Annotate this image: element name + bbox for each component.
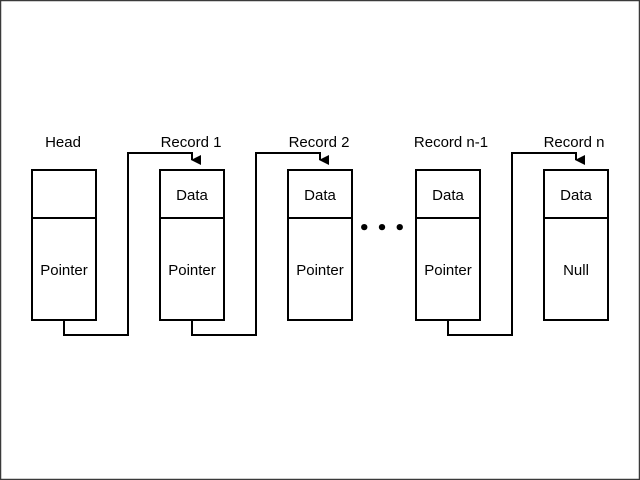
data-cell-record-1: Data	[176, 187, 208, 204]
ellipsis: • • •	[358, 218, 405, 239]
pointer-cell-record-2: Pointer	[296, 262, 344, 279]
link-arrow-record-1-to-record-2	[191, 152, 329, 336]
data-cell-record-n-minus-1: Data	[432, 187, 464, 204]
data-cell-record-n: Data	[560, 187, 592, 204]
node-label-record-n: Record n	[544, 134, 605, 151]
pointer-cell-record-n-minus-1: Pointer	[424, 262, 472, 279]
node-head: Head Pointer	[31, 134, 97, 321]
node-box-record-n	[543, 169, 609, 321]
pointer-cell-head: Pointer	[40, 262, 88, 279]
link-arrow-head-to-record-1	[63, 152, 201, 336]
node-label-head: Head	[45, 134, 81, 151]
data-cell-record-2: Data	[304, 187, 336, 204]
node-record-2: Record 2 Data Pointer	[287, 134, 353, 321]
pointer-cell-record-1: Pointer	[168, 262, 216, 279]
pointer-cell-record-n: Null	[563, 262, 589, 279]
node-record-n-minus-1: Record n-1 Data Pointer	[414, 134, 488, 321]
node-record-n: Record n Data Null	[543, 134, 609, 321]
node-label-record-2: Record 2	[289, 134, 350, 151]
node-label-record-1: Record 1	[161, 134, 222, 151]
link-arrow-record-n-minus-1-to-record-n	[447, 152, 585, 336]
node-label-record-n-minus-1: Record n-1	[414, 134, 488, 151]
node-box-record-2	[287, 169, 353, 321]
